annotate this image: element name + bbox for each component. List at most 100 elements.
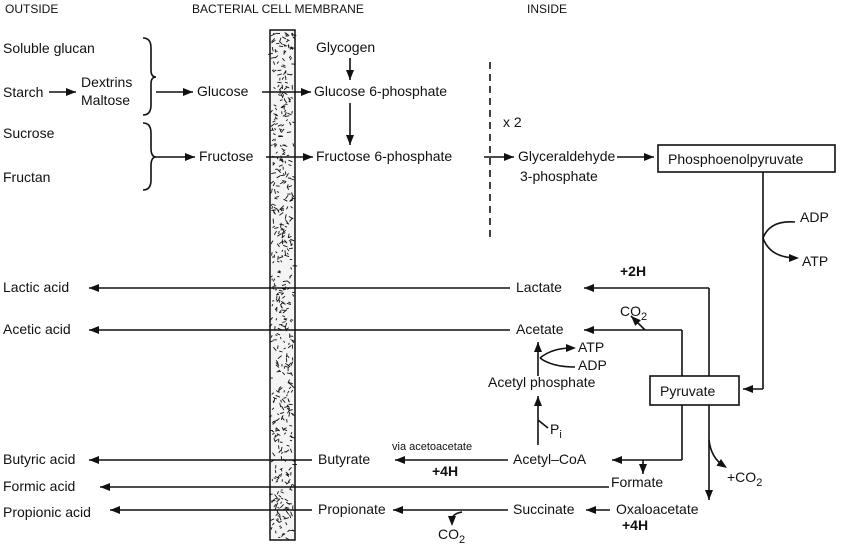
membrane-texture-mark xyxy=(272,209,276,215)
membrane-texture-mark xyxy=(271,209,276,211)
membrane-texture-mark xyxy=(283,347,286,350)
label-fructose: Fructose xyxy=(199,148,254,164)
membrane-texture-mark xyxy=(286,473,290,477)
membrane-texture-mark xyxy=(282,244,288,248)
membrane-texture-mark xyxy=(292,176,295,178)
membrane-texture-mark xyxy=(290,238,295,242)
membrane-texture-mark xyxy=(287,478,291,483)
membrane-texture-mark xyxy=(283,517,287,520)
label-atp-mid: ATP xyxy=(578,339,604,355)
membrane-texture-mark xyxy=(272,61,276,65)
membrane-texture-mark xyxy=(289,57,292,61)
membrane-texture-mark xyxy=(291,194,295,198)
membrane-texture-mark xyxy=(277,84,280,88)
membrane-texture-mark xyxy=(273,113,278,116)
membrane-texture-mark xyxy=(278,164,283,167)
membrane-texture-mark xyxy=(274,55,279,59)
membrane-texture-mark xyxy=(288,185,293,188)
membrane-texture-mark xyxy=(271,188,273,191)
label-starch: Starch xyxy=(3,84,43,100)
membrane-texture-mark xyxy=(282,417,285,421)
membrane-texture-mark xyxy=(271,407,275,411)
membrane-texture-mark xyxy=(278,289,283,292)
label-adp-mid: ADP xyxy=(578,357,607,373)
membrane-texture-mark xyxy=(283,198,288,202)
membrane-texture-mark xyxy=(292,143,295,147)
membrane-texture-mark xyxy=(273,87,276,89)
membrane-texture-mark xyxy=(292,121,295,124)
membrane-texture-mark xyxy=(277,94,281,96)
membrane-texture-mark xyxy=(284,115,290,118)
membrane-texture-mark xyxy=(287,379,290,384)
membrane-texture-mark xyxy=(280,227,283,230)
membrane-texture-mark xyxy=(276,175,281,179)
membrane-texture-mark xyxy=(277,474,281,478)
membrane-texture-mark xyxy=(273,143,277,147)
membrane-texture-mark xyxy=(271,430,275,433)
membrane-texture-mark xyxy=(282,280,288,283)
membrane-texture-mark xyxy=(289,514,292,519)
label-acetyl-coa: Acetyl–CoA xyxy=(513,451,587,467)
membrane-texture-mark xyxy=(276,361,280,367)
membrane-texture-mark xyxy=(284,171,287,175)
membrane-texture-mark xyxy=(279,311,282,314)
label-lactate: Lactate xyxy=(516,279,562,295)
membrane-texture-mark xyxy=(274,116,278,120)
membrane-texture-mark xyxy=(282,515,286,518)
membrane-texture-mark xyxy=(269,109,273,114)
label-maltose: Maltose xyxy=(81,92,130,108)
membrane-texture-mark xyxy=(270,240,274,245)
membrane-texture-mark xyxy=(276,260,280,263)
membrane-texture-mark xyxy=(281,249,284,252)
membrane-texture-mark xyxy=(281,283,287,287)
membrane-texture-mark xyxy=(273,398,276,404)
membrane-texture-mark xyxy=(292,483,295,487)
membrane-texture-mark xyxy=(272,522,275,526)
membrane-texture-mark xyxy=(284,214,287,219)
membrane-texture-mark xyxy=(277,477,280,480)
membrane-texture-mark xyxy=(271,432,275,435)
membrane-texture-mark xyxy=(286,222,290,225)
membrane-texture-mark xyxy=(271,392,275,395)
membrane-texture-mark xyxy=(278,270,281,273)
membrane-texture-mark xyxy=(289,383,293,387)
membrane-texture-mark xyxy=(277,168,282,174)
membrane-texture-mark xyxy=(272,120,276,123)
membrane-texture-mark xyxy=(283,50,287,54)
membrane-texture-mark xyxy=(278,128,283,131)
membrane-texture-mark xyxy=(275,298,278,301)
membrane-texture-mark xyxy=(281,158,284,163)
membrane-texture-mark xyxy=(277,73,283,76)
membrane-texture-mark xyxy=(285,506,290,509)
membrane-texture-mark xyxy=(282,113,287,117)
membrane-texture-mark xyxy=(278,86,283,91)
adp-atp-curve xyxy=(762,221,798,259)
brace-glucose xyxy=(142,37,157,116)
membrane-texture-mark xyxy=(290,339,295,342)
membrane-texture-mark xyxy=(275,151,278,154)
membrane-texture-mark xyxy=(282,372,286,376)
membrane-texture-mark xyxy=(283,397,287,399)
membrane-texture-mark xyxy=(270,340,274,343)
membrane-texture-mark xyxy=(288,159,293,163)
label-sucrose: Sucrose xyxy=(3,125,55,141)
label-butyrate: Butyrate xyxy=(318,451,370,467)
header-inside: INSIDE xyxy=(527,2,567,16)
membrane-texture-mark xyxy=(286,73,292,76)
brace-fructose xyxy=(142,122,157,191)
membrane-texture-mark xyxy=(281,148,285,151)
membrane-texture-mark xyxy=(280,181,285,185)
membrane-texture-mark xyxy=(288,55,291,59)
membrane-texture-mark xyxy=(283,70,287,76)
label-oxaloacetate: Oxaloacetate xyxy=(616,501,699,517)
membrane-texture-mark xyxy=(270,123,276,127)
membrane-texture-mark xyxy=(271,139,275,142)
membrane-texture-mark xyxy=(290,46,294,50)
membrane-texture-mark xyxy=(273,397,277,400)
membrane-texture-mark xyxy=(290,267,293,270)
membrane-texture-mark xyxy=(271,172,277,175)
membrane-texture-mark xyxy=(277,81,282,84)
membrane-texture-mark xyxy=(292,293,295,297)
membrane-texture-mark xyxy=(276,370,282,373)
membrane-texture-mark xyxy=(280,128,285,133)
